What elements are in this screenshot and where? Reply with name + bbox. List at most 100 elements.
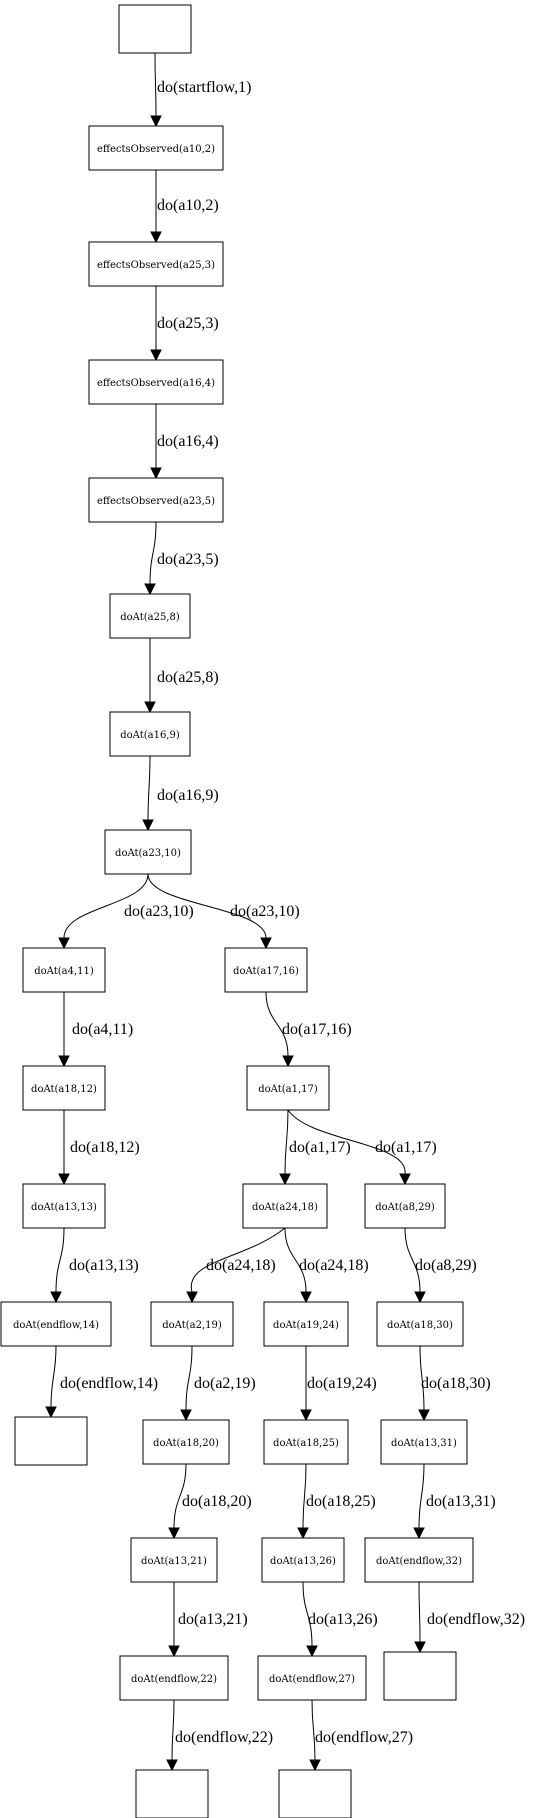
flow-edge-arrowhead — [150, 349, 162, 362]
flow-edge-arrowhead — [58, 1055, 70, 1068]
flow-node-n25: doAt(endflow,32) — [364, 1537, 474, 1583]
flow-edge-label: do(a13,26) — [308, 1611, 378, 1628]
flow-edge-line — [284, 1227, 307, 1293]
flow-node-label: doAt(endflow,32) — [376, 1556, 462, 1567]
flow-edge-label: do(a13,31) — [426, 1493, 496, 1510]
flow-node-box — [261, 1537, 345, 1583]
flow-edge-arrowhead — [413, 1527, 425, 1540]
flow-edge-label: do(a1,17) — [375, 1139, 437, 1156]
flow-edge-line — [418, 1581, 421, 1643]
flow-node-n27: doAt(endflow,27) — [257, 1655, 367, 1701]
flow-edge-arrowhead — [45, 1406, 57, 1419]
flow-edge-arrowhead — [399, 1173, 411, 1186]
flow-edge-arrowhead — [279, 1173, 291, 1186]
flow-edge-label: do(a17,16) — [282, 1021, 352, 1038]
flow-edge-arrowhead — [306, 1645, 318, 1658]
flow-node-box — [150, 1301, 234, 1347]
flow-edge-e5: do(a25,8) — [144, 637, 219, 714]
flow-node-n28 — [383, 1651, 457, 1701]
node-layer: effectsObserved(a10,2) effectsObserved(a2… — [0, 4, 474, 1818]
flow-edge-e6: do(a16,9) — [142, 755, 219, 832]
flow-edge-e21: do(a18,30) — [418, 1345, 491, 1422]
flow-edge-line — [55, 1227, 65, 1293]
flow-node-n12: doAt(a13,13) — [22, 1183, 106, 1229]
flow-edge-arrowhead — [309, 1759, 321, 1772]
flow-edge-arrowhead — [297, 1527, 309, 1540]
flow-edge-label: do(a8,29) — [415, 1257, 477, 1274]
flow-node-label: effectsObserved(a25,3) — [97, 260, 215, 271]
flow-edge-arrowhead — [186, 1291, 198, 1304]
flow-node-box — [0, 1301, 112, 1347]
flow-edge-arrowhead — [418, 1409, 430, 1422]
flow-node-box — [22, 947, 106, 993]
flow-edge-line — [287, 1109, 406, 1175]
flow-node-box — [257, 1655, 367, 1701]
flow-edge-arrowhead — [58, 937, 70, 950]
flow-node-box — [380, 1419, 468, 1465]
flow-node-n19 — [14, 1416, 88, 1466]
flow-node-box — [263, 1419, 349, 1465]
flow-node-label: doAt(a16,9) — [120, 730, 180, 741]
flow-edge-line — [50, 1345, 57, 1408]
flow-node-label: doAt(endflow,22) — [131, 1674, 217, 1685]
flow-edge-e18: do(endflow,14) — [45, 1345, 158, 1419]
flow-edge-line — [154, 52, 157, 117]
flow-edge-e24: do(a13,31) — [413, 1463, 496, 1540]
flow-edge-label: do(a10,2) — [157, 197, 219, 214]
flow-node-box — [118, 4, 192, 54]
flow-edge-label: do(endflow,32) — [427, 1611, 525, 1628]
flow-node-box — [88, 359, 224, 405]
flow-edge-arrowhead — [414, 1291, 426, 1304]
flow-node-box — [109, 711, 191, 757]
flow-node-label: doAt(a25,8) — [120, 612, 180, 623]
flow-node-label: doAt(a8,29) — [375, 1202, 435, 1213]
flow-edge-e22: do(a18,20) — [168, 1463, 252, 1540]
edge-layer: do(startflow,1)do(a10,2)do(a25,3)do(a16,… — [45, 52, 525, 1772]
flow-edge-e2: do(a25,3) — [150, 285, 219, 362]
flow-node-box — [88, 241, 224, 287]
flow-node-box — [14, 1416, 88, 1466]
flow-node-box — [88, 477, 224, 523]
flow-node-box — [246, 1065, 330, 1111]
flow-edge-e1: do(a10,2) — [150, 169, 219, 244]
flow-edge-arrowhead — [150, 231, 162, 244]
flow-node-label: doAt(a19,24) — [273, 1320, 339, 1331]
flow-node-label: doAt(endflow,27) — [269, 1674, 355, 1685]
flow-node-label: doAt(a13,31) — [391, 1438, 457, 1449]
flow-edge-label: do(a18,30) — [421, 1375, 491, 1392]
flow-edge-label: do(a18,20) — [182, 1493, 252, 1510]
flow-edge-line — [419, 1345, 425, 1411]
flow-edge-arrowhead — [144, 583, 156, 596]
flow-edge-label: do(a23,10) — [124, 903, 194, 920]
flow-node-n16: doAt(a2,19) — [150, 1301, 234, 1347]
flow-edge-line — [185, 1345, 193, 1411]
flow-edge-label: do(endflow,14) — [60, 1375, 158, 1392]
flow-edge-e17: do(a8,29) — [404, 1227, 477, 1304]
flow-edge-line — [284, 1109, 289, 1175]
flow-edge-e7: do(a23,10) — [58, 873, 194, 950]
flow-edge-arrowhead — [180, 1409, 192, 1422]
flow-node-n8: doAt(a4,11) — [22, 947, 106, 993]
flow-edge-e13: do(a1,17) — [287, 1109, 437, 1186]
flow-node-n1: effectsObserved(a10,2) — [88, 125, 224, 171]
flow-node-n23: doAt(a13,21) — [130, 1537, 218, 1583]
flow-edge-arrowhead — [260, 937, 272, 950]
flow-node-n6: doAt(a16,9) — [109, 711, 191, 757]
flow-edge-arrowhead — [50, 1291, 62, 1304]
flow-node-n3: effectsObserved(a16,4) — [88, 359, 224, 405]
flow-node-box — [119, 1655, 229, 1701]
flow-edge-label: do(a19,24) — [307, 1375, 377, 1392]
flow-node-box — [278, 1769, 352, 1818]
flow-edge-label: do(endflow,27) — [315, 1729, 413, 1746]
flow-edge-e29: do(endflow,27) — [309, 1699, 413, 1772]
flow-edge-arrowhead — [142, 819, 154, 832]
flow-node-box — [263, 1301, 349, 1347]
flow-node-box — [364, 1537, 474, 1583]
flow-edge-e8: do(a23,10) — [147, 873, 300, 950]
flow-edge-arrowhead — [150, 115, 162, 128]
flow-node-label: doAt(a13,21) — [141, 1556, 207, 1567]
flow-edge-label: do(a18,12) — [70, 1139, 140, 1156]
flow-node-box — [22, 1183, 106, 1229]
flow-edge-e27: do(endflow,32) — [414, 1581, 525, 1654]
